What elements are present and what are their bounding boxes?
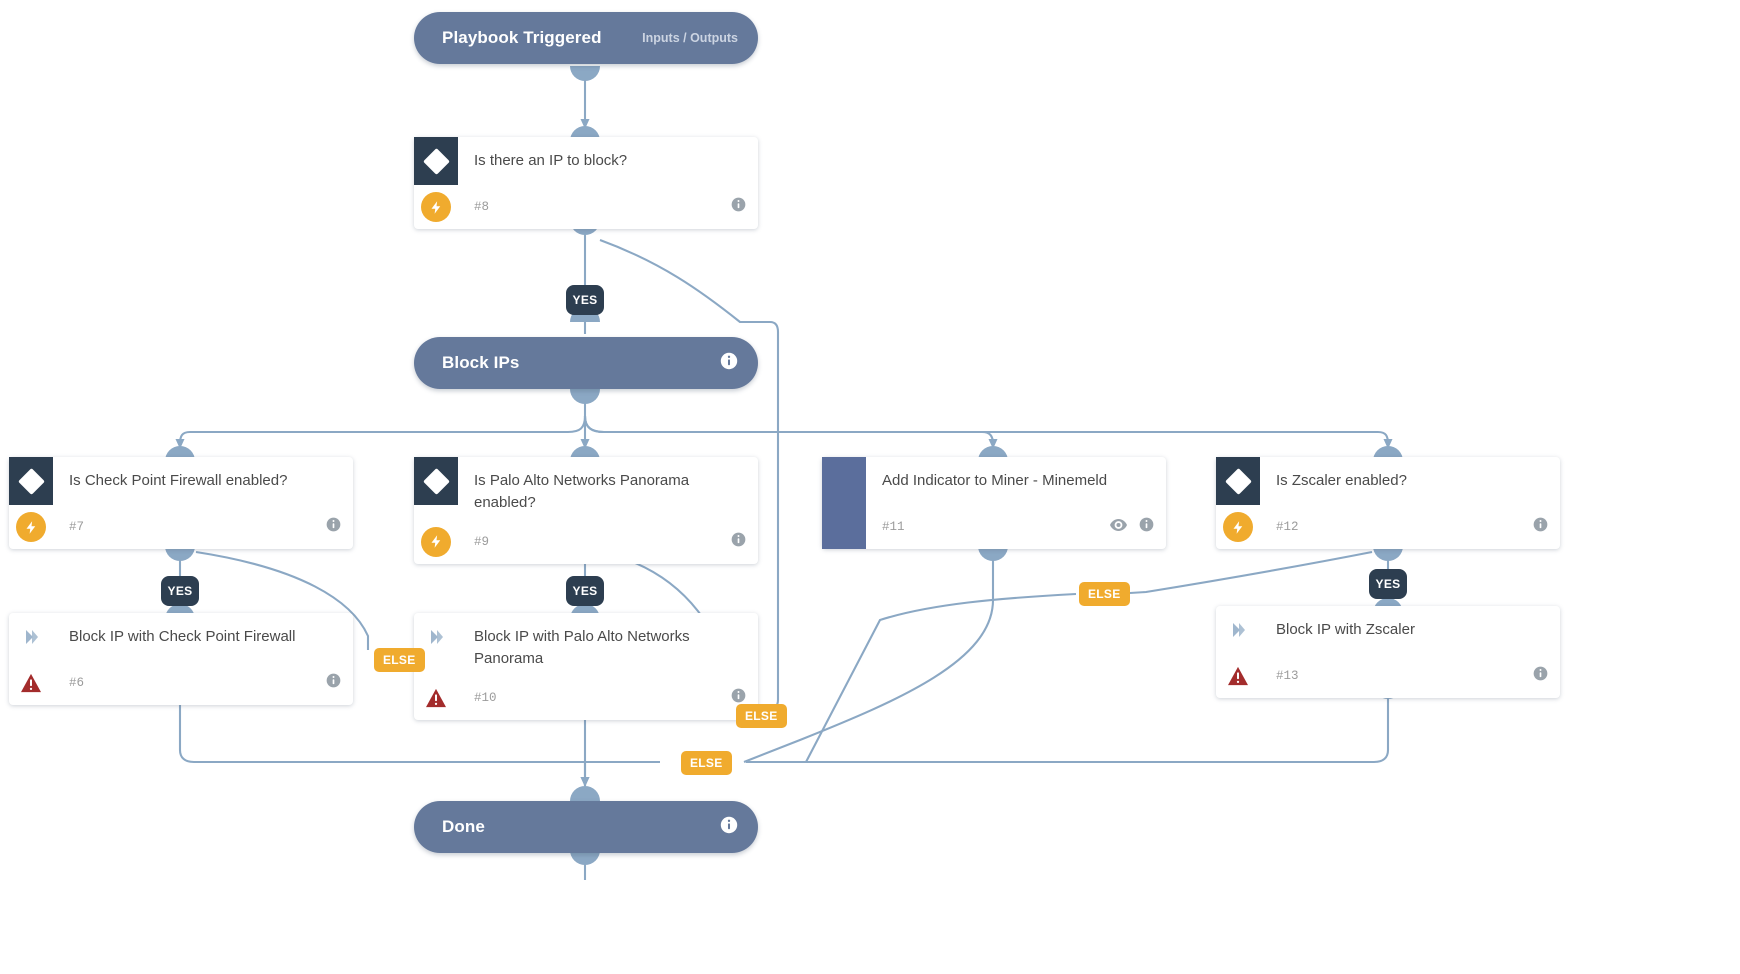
warning-triangle-icon: [9, 673, 53, 693]
card-footer: #13: [1216, 654, 1560, 698]
card-header: Block IP with Palo Alto Networks Panoram…: [414, 613, 758, 676]
card-icon-group: [731, 197, 746, 217]
card-title: Is Check Point Firewall enabled?: [69, 472, 288, 489]
card-title: Is Zscaler enabled?: [1276, 472, 1407, 489]
card-footer: #11: [822, 505, 1166, 549]
playbook-triggered-actions: Inputs / Outputs: [642, 31, 738, 45]
card-footer: #9: [414, 520, 758, 564]
task-number: #10: [474, 690, 497, 705]
card-title: Is Palo Alto Networks Panorama enabled?: [474, 472, 690, 511]
card-footer: #6: [9, 661, 353, 705]
node-block-ip-checkpoint[interactable]: Block IP with Check Point Firewall #6: [9, 613, 353, 705]
playbook-triggered-label: Playbook Triggered: [442, 28, 602, 47]
info-circle-icon[interactable]: [720, 352, 738, 375]
card-footer: #10: [414, 676, 758, 720]
card-title: Block IP with Palo Alto Networks Panoram…: [474, 628, 690, 667]
edge-label-yes-checkpoint[interactable]: YES: [161, 576, 199, 606]
card-icon-group: [1533, 517, 1548, 537]
node-is-zscaler-enabled[interactable]: Is Zscaler enabled? #12: [1216, 457, 1560, 549]
diamond-icon: [1216, 457, 1260, 505]
card-icon-group: [1533, 666, 1548, 686]
node-block-ip-panorama[interactable]: Block IP with Palo Alto Networks Panoram…: [414, 613, 758, 720]
card-title: Block IP with Zscaler: [1276, 621, 1415, 638]
port-out-start: [570, 66, 600, 81]
diamond-icon: [9, 457, 53, 505]
warning-triangle-icon: [1216, 666, 1260, 686]
port-out-block-ips: [570, 389, 600, 404]
card-header: Block IP with Check Point Firewall: [9, 613, 353, 661]
eye-icon[interactable]: [1110, 518, 1127, 537]
lightning-bolt-icon: [414, 526, 458, 557]
task-number: #13: [1276, 669, 1299, 683]
node-is-there-ip-to-block[interactable]: Is there an IP to block? #8: [414, 137, 758, 229]
info-circle-icon[interactable]: [731, 197, 746, 217]
card-icon-group: [326, 517, 341, 537]
done-actions: [720, 816, 738, 839]
info-circle-icon[interactable]: [1533, 517, 1548, 537]
info-circle-icon[interactable]: [326, 517, 341, 537]
chevron-right-icon: [1216, 606, 1260, 654]
card-icon-group: [731, 532, 746, 552]
lightning-bolt-icon: [9, 512, 53, 542]
node-block-ips[interactable]: Block IPs: [414, 337, 758, 389]
task-number: #7: [69, 520, 85, 534]
info-circle-icon[interactable]: [1139, 517, 1154, 537]
info-circle-icon[interactable]: [326, 673, 341, 693]
subplaybook-stripe: [822, 457, 866, 549]
edge-label-yes-ip[interactable]: YES: [566, 285, 604, 315]
card-icon-group: [326, 673, 341, 693]
edge-label-yes-panorama[interactable]: YES: [566, 576, 604, 606]
card-header: Is Zscaler enabled?: [1216, 457, 1560, 505]
info-circle-icon[interactable]: [720, 816, 738, 839]
edge-label-else-checkpoint[interactable]: ELSE: [374, 648, 425, 672]
chevron-right-icon: [414, 613, 458, 661]
card-header: Add Indicator to Miner - Minemeld: [822, 457, 1166, 505]
card-title: Is there an IP to block?: [474, 152, 628, 169]
card-footer: #8: [414, 185, 758, 229]
warning-triangle-icon: [414, 688, 458, 708]
card-header: Is Palo Alto Networks Panorama enabled?: [414, 457, 758, 520]
task-number: #6: [69, 676, 85, 690]
edge-label-else-zscaler[interactable]: ELSE: [1079, 582, 1130, 606]
diamond-icon: [414, 137, 458, 185]
lightning-bolt-icon: [414, 192, 458, 222]
edge-label-else-panorama[interactable]: ELSE: [736, 704, 787, 728]
block-ips-label: Block IPs: [442, 353, 520, 372]
info-circle-icon[interactable]: [1533, 666, 1548, 686]
chevron-right-icon: [9, 613, 53, 661]
node-done[interactable]: Done: [414, 801, 758, 853]
edge-label-else-bottom[interactable]: ELSE: [681, 751, 732, 775]
card-header: Is there an IP to block?: [414, 137, 758, 185]
card-icon-group: [1110, 517, 1154, 537]
task-number: #11: [882, 520, 905, 534]
card-footer: #12: [1216, 505, 1560, 549]
edge-label-yes-zscaler[interactable]: YES: [1369, 569, 1407, 599]
task-number: #8: [474, 200, 490, 214]
task-number: #9: [474, 534, 490, 549]
node-is-checkpoint-enabled[interactable]: Is Check Point Firewall enabled? #7: [9, 457, 353, 549]
info-circle-icon[interactable]: [731, 532, 746, 552]
node-add-indicator-minemeld[interactable]: Add Indicator to Miner - Minemeld #11: [822, 457, 1166, 549]
node-playbook-triggered[interactable]: Playbook Triggered Inputs / Outputs: [414, 12, 758, 64]
block-ips-actions: [720, 352, 738, 375]
diamond-icon: [414, 457, 458, 505]
card-title: Block IP with Check Point Firewall: [69, 628, 296, 645]
node-block-ip-zscaler[interactable]: Block IP with Zscaler #13: [1216, 606, 1560, 698]
card-header: Is Check Point Firewall enabled?: [9, 457, 353, 505]
card-title: Add Indicator to Miner - Minemeld: [882, 472, 1108, 489]
done-label: Done: [442, 817, 485, 836]
task-number: #12: [1276, 520, 1299, 534]
node-is-panorama-enabled[interactable]: Is Palo Alto Networks Panorama enabled? …: [414, 457, 758, 564]
card-footer: #7: [9, 505, 353, 549]
inputs-outputs-link[interactable]: Inputs / Outputs: [642, 31, 738, 45]
card-header: Block IP with Zscaler: [1216, 606, 1560, 654]
port-in-done: [570, 786, 600, 801]
lightning-bolt-icon: [1216, 512, 1260, 542]
